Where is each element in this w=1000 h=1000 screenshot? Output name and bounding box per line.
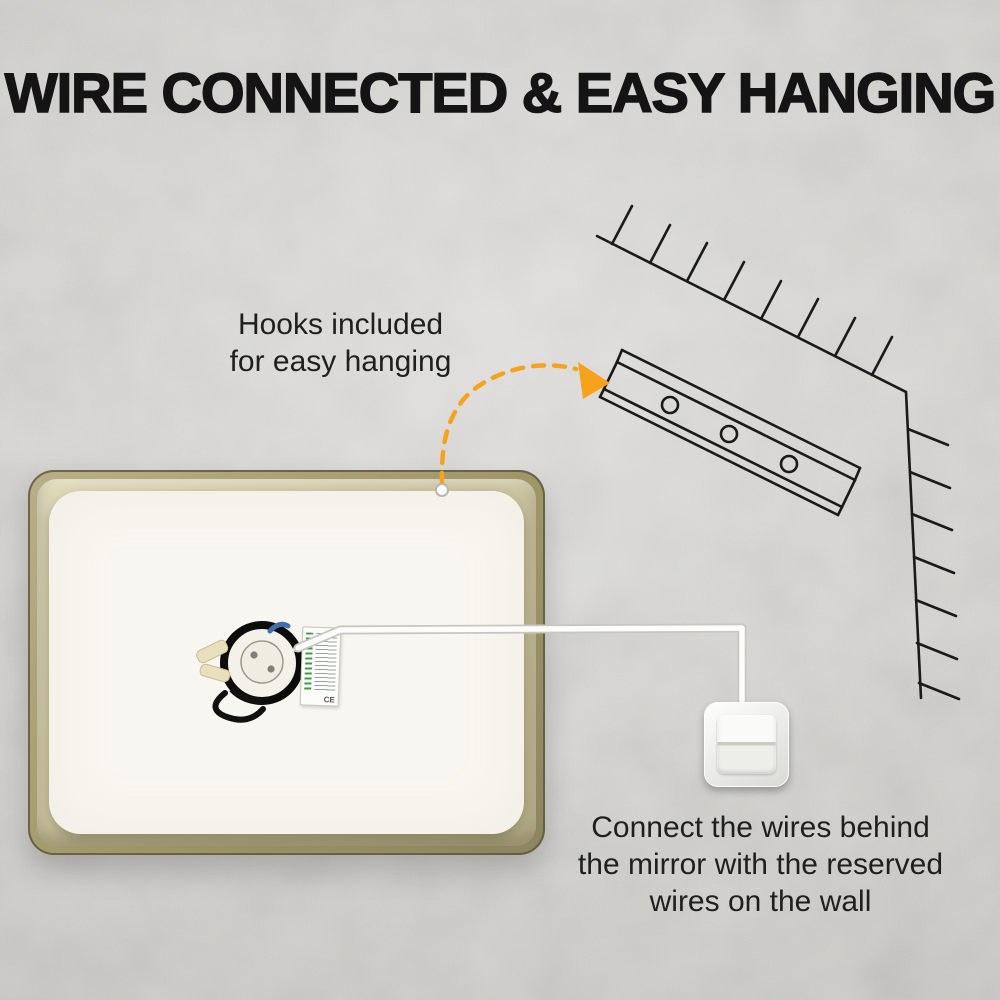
- connect-callout-line: wires on the wall: [649, 884, 872, 918]
- connect-callout-line: Connect the wires behind: [591, 811, 930, 844]
- connect-callout: Connect the wires behind the mirror with…: [558, 810, 963, 921]
- hooks-callout-line: Hooks included: [237, 308, 444, 341]
- light-switch: [704, 702, 789, 787]
- screw-icon: [267, 665, 275, 673]
- hooks-callout-line: for easy hanging: [229, 344, 452, 378]
- switch-rocker: [717, 715, 776, 774]
- page-title: WIRE CONNECTED & EASY HANGING: [4, 60, 997, 125]
- ce-mark: CE: [323, 695, 335, 705]
- hooks-callout: Hooks included for easy hanging: [168, 307, 513, 381]
- screw-icon: [250, 651, 258, 659]
- label-text-lines: [314, 632, 338, 692]
- wire-tape-icon: [196, 639, 231, 683]
- label-green-text: [304, 632, 314, 691]
- blue-wire-icon: [267, 621, 291, 634]
- spec-label-sticker: CE: [299, 626, 342, 707]
- connect-callout-line: the mirror with the reserved: [577, 847, 944, 881]
